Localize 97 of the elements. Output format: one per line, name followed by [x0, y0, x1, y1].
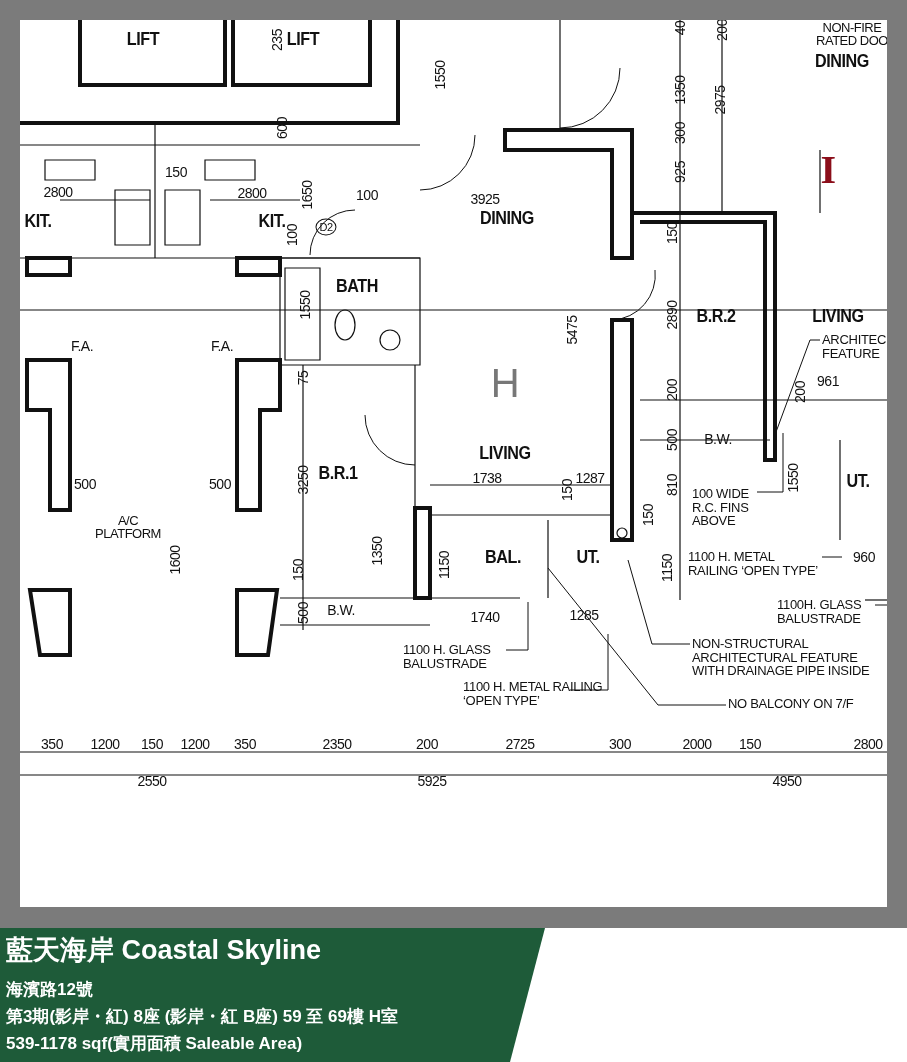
dimension-text: 350 [234, 737, 256, 751]
room-label: BAL. [485, 546, 521, 566]
dimension-text: 150 [739, 737, 761, 751]
dimension-text: 150 [641, 504, 655, 526]
room-label: DINING [480, 207, 534, 227]
unit-letter: I [820, 150, 836, 190]
leader-line [775, 339, 821, 433]
info-text: 第3期(影岸・紅) 8座 (影岸・紅 B座) 59 至 69樓 H室 [6, 1006, 398, 1028]
dimension-text: 5475 [565, 315, 579, 345]
dimension-text: 3250 [296, 465, 310, 495]
note-text: 1100H. GLASS BALUSTRADE [777, 598, 887, 626]
dimension-text: 300 [673, 122, 687, 144]
dimension-text: 3925 [470, 192, 500, 206]
dimension-text: 1150 [660, 553, 674, 583]
dimension-text: 1150 [437, 550, 451, 580]
dimension-text: 100 [285, 224, 299, 246]
dimension-text: B.W. [327, 603, 355, 617]
dimension-text: 2000 [682, 737, 712, 751]
dimension-text: 350 [41, 737, 63, 751]
room-label: KIT. [258, 210, 286, 230]
room-label: LIFT [126, 28, 160, 48]
leader-line [569, 633, 609, 691]
dimension-text: 500 [74, 477, 96, 491]
dimension-text: 1650 [300, 180, 314, 210]
room-label: B.R.1 [318, 462, 358, 482]
dimension-text: 4950 [772, 774, 802, 788]
dimension-text: 100 [356, 188, 378, 202]
leader-line [547, 567, 727, 706]
dimension-text: 2550 [137, 774, 167, 788]
note-text: ARCHITEC FEATURE [822, 333, 887, 361]
dimension-text: 2800 [853, 737, 883, 751]
dimension-text: B.W. [704, 432, 732, 446]
dimension-text: 40 [673, 20, 687, 36]
room-label: LIFT [286, 28, 320, 48]
dimension-text: 1550 [298, 290, 312, 320]
dimension-text: 960 [853, 550, 875, 564]
dimension-text: 1350 [370, 536, 384, 566]
dimension-text: 200 [715, 20, 729, 41]
title: 藍天海岸 Coastal Skyline [6, 934, 322, 967]
note-text: NO BALCONY ON 7/F [728, 697, 887, 711]
dimension-text: 150 [291, 559, 305, 581]
dimension-text: 1740 [470, 610, 500, 624]
dimension-text: F.A. [70, 339, 94, 353]
note-text: 1100 H. METAL RAILING ‘OPEN TYPE’ [688, 550, 822, 578]
room-label: UT. [846, 470, 870, 490]
dimension-text: 500 [296, 602, 310, 624]
note-text: NON-STRUCTURAL ARCHITECTURAL FEATURE WITH DRAINAGE PIPE INSIDE [692, 637, 887, 678]
dimension-text: 500 [665, 429, 679, 451]
dimension-text: 150 [141, 737, 163, 751]
dimension-text: 1550 [433, 60, 447, 90]
dimension-text: 200 [665, 379, 679, 401]
dimension-text: 5925 [417, 774, 447, 788]
dimension-text: 2890 [665, 300, 679, 330]
room-label: UT. [576, 546, 600, 566]
dimension-text: 1350 [673, 75, 687, 105]
dimension-text: 2350 [322, 737, 352, 751]
dimension-text: 2800 [43, 185, 73, 199]
dimension-text: 150 [165, 165, 187, 179]
dimension-text: 150 [560, 479, 574, 501]
dimension-text: 1738 [472, 471, 502, 485]
dimension-text: 961 [817, 374, 839, 388]
dimension-text: 200 [416, 737, 438, 751]
dimension-text: 1550 [786, 463, 800, 493]
note-text: A/C PLATFORM [94, 514, 162, 540]
dimension-text: 1287 [575, 471, 605, 485]
leader-line [627, 559, 691, 645]
dimension-text: 810 [665, 474, 679, 496]
dimension-text: 1600 [168, 545, 182, 575]
dimension-text: 75 [296, 370, 310, 386]
leader-line [505, 601, 529, 651]
dimension-text: 2725 [505, 737, 535, 751]
note-text: 100 WIDE R.C. FINS ABOVE [692, 487, 762, 528]
dimension-text: 300 [609, 737, 631, 751]
room-label: DINING [815, 50, 869, 70]
info-text: 539-1178 sqf(實用面積 Saleable Area) [6, 1033, 303, 1055]
room-label: BATH [336, 275, 378, 295]
dimension-text: 235 [270, 29, 284, 51]
dimension-text: 1200 [90, 737, 120, 751]
note-text: 1100 H. METAL RAILING ‘OPEN TYPE’ [463, 680, 608, 708]
dimension-text: 1200 [180, 737, 210, 751]
dimension-text: 2800 [237, 186, 267, 200]
note-text: NON-FIRE RATED DOO [815, 21, 887, 47]
leader-line [756, 432, 784, 493]
room-label: KIT. [24, 210, 52, 230]
leader-line [874, 604, 887, 606]
leader-line [821, 556, 843, 558]
unit-letter: H [490, 363, 520, 403]
room-label: B.R.2 [696, 305, 736, 325]
dimension-text: 925 [673, 161, 687, 183]
dimension-text: 2975 [713, 85, 727, 115]
dimension-text: 500 [209, 477, 231, 491]
room-label: LIVING [812, 305, 864, 325]
dimension-text: F.A. [210, 339, 234, 353]
address-text: 海濱路12號 [6, 979, 93, 1001]
dimension-text: 200 [793, 381, 807, 403]
note-text: 1100 H. GLASS BALUSTRADE [403, 643, 513, 671]
room-label: LIVING [479, 442, 531, 462]
